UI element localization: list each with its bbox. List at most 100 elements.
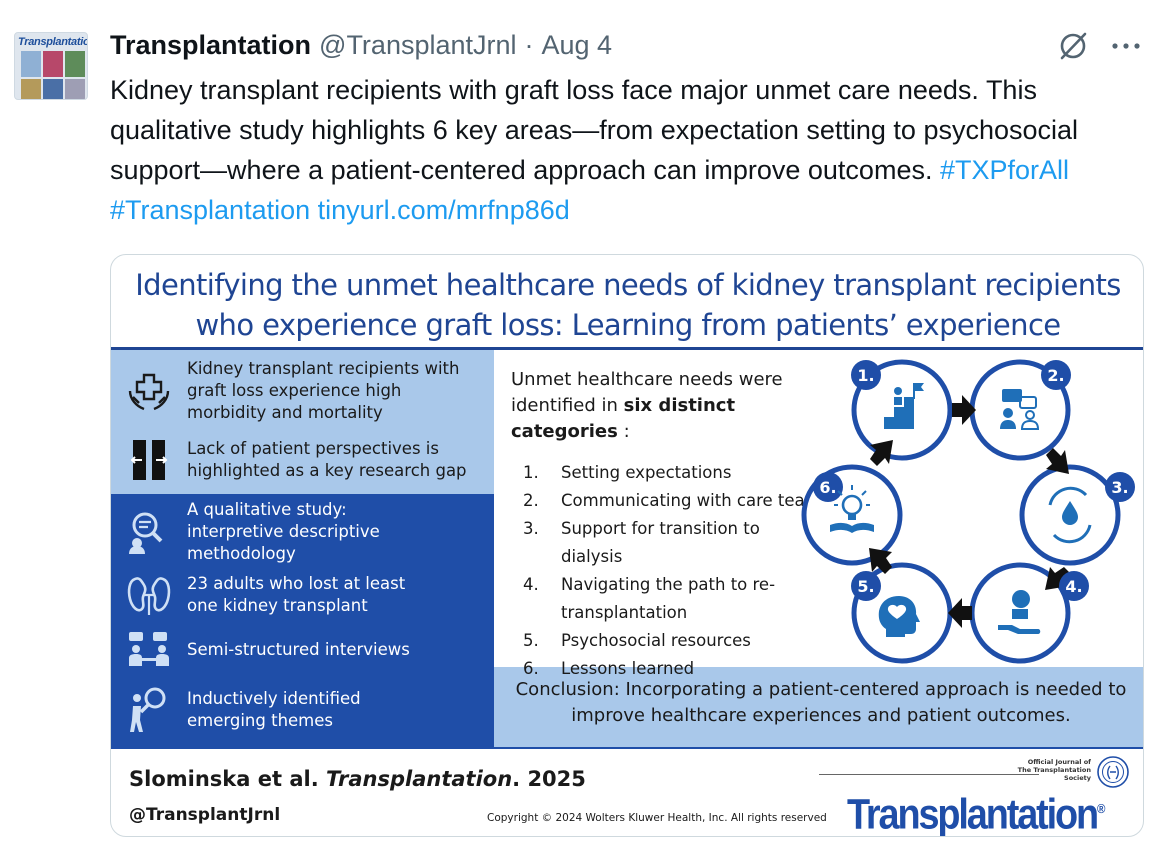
official-journal-note: Official Journal of The Transplantation … bbox=[991, 758, 1091, 782]
avatar-cover-thumbnail bbox=[65, 79, 85, 99]
cycle-badge-5: 5. bbox=[851, 571, 881, 601]
kidneys-icon bbox=[127, 577, 171, 615]
head-heart-icon bbox=[878, 596, 920, 637]
avatar-cover-thumbnail bbox=[43, 51, 63, 77]
cycle-badge-4: 4. bbox=[1059, 571, 1089, 601]
left-row-text: Inductively identified emerging themes bbox=[187, 689, 361, 730]
stairs-flag-icon bbox=[884, 383, 924, 429]
left-row: Semi-structured interviews bbox=[111, 627, 494, 673]
infographic-handle: @TransplantJrnl bbox=[129, 805, 281, 825]
list-number: 5. bbox=[523, 631, 539, 650]
cycle-arrow bbox=[948, 598, 972, 628]
left-row: Inductively identified emerging themes bbox=[111, 679, 494, 741]
journal-logo: Transplantation® bbox=[847, 785, 1106, 836]
cycle-number: 6. bbox=[819, 478, 836, 497]
article-link[interactable]: tinyurl.com/mrfnp86d bbox=[317, 195, 570, 225]
list-text: Psychosocial resources bbox=[561, 631, 751, 650]
cycle-arrow bbox=[870, 440, 893, 466]
cycle-number: 3. bbox=[1111, 478, 1128, 497]
gap-icon bbox=[130, 440, 168, 480]
needs-list: 1. Setting expectations 2.Communicating w… bbox=[523, 459, 821, 683]
study-icon bbox=[129, 512, 163, 554]
avatar-cover-thumbnail bbox=[65, 51, 85, 77]
list-item: 5. Psychosocial resources bbox=[523, 627, 821, 655]
list-text: Support for transition to dialysis bbox=[561, 519, 760, 566]
cycle-number: 5. bbox=[857, 577, 874, 596]
hands-medical-icon bbox=[128, 373, 170, 411]
intro-text: Unmet healthcare needs were identified i… bbox=[511, 369, 783, 416]
citation-authors: Slominska et al. bbox=[129, 767, 326, 791]
divider bbox=[111, 747, 1143, 749]
conclusion-label: Conclusion: bbox=[515, 679, 620, 700]
list-text: Lessons learned bbox=[561, 659, 695, 678]
list-number: 3. bbox=[523, 519, 539, 538]
hashtag-link[interactable]: #TXPforAll bbox=[939, 155, 1070, 185]
needs-cycle-diagram: 1. 2. 3. 4. 5. 6. bbox=[801, 359, 1135, 664]
copyright-notice: Copyright © 2024 Wolters Kluwer Health, … bbox=[487, 812, 827, 824]
society-seal-icon bbox=[1097, 756, 1129, 788]
left-row: Kidney transplant recipients with graft … bbox=[111, 355, 494, 427]
left-row: A qualitative study: interpretive descri… bbox=[111, 499, 494, 565]
cycle-badge-2: 2. bbox=[1041, 360, 1071, 390]
list-item: 4.Navigating the path to re-transplantat… bbox=[523, 571, 821, 627]
left-row-text: Lack of patient perspectives is highligh… bbox=[187, 439, 467, 480]
left-row-text: A qualitative study: interpretive descri… bbox=[187, 500, 380, 563]
tweet-body: Kidney transplant recipients with graft … bbox=[110, 75, 1079, 185]
citation-journal: Transplantation bbox=[325, 767, 513, 791]
cycle-number: 2. bbox=[1047, 366, 1064, 385]
divider bbox=[819, 774, 1039, 775]
cycle-arrow bbox=[1046, 448, 1069, 474]
list-item: 6. Lessons learned bbox=[523, 655, 821, 683]
cycle-arrow bbox=[952, 395, 976, 425]
conclusion-panel bbox=[494, 667, 1143, 747]
methods-panel bbox=[111, 494, 494, 747]
list-item: 1. Setting expectations bbox=[523, 459, 821, 487]
cycle-arrow bbox=[869, 548, 892, 574]
hand-person-icon bbox=[998, 590, 1041, 634]
cycle-number: 4. bbox=[1065, 577, 1082, 596]
left-row: 23 adults who lost at least one kidney t… bbox=[111, 569, 494, 621]
more-icon bbox=[1112, 43, 1140, 49]
list-item: 3. Support for transition to dialysis bbox=[523, 515, 821, 571]
tweet-header: Transplantation @TransplantJrnl · Aug 4 bbox=[110, 28, 612, 62]
registered-mark: ® bbox=[1097, 801, 1106, 816]
left-row-text: 23 adults who lost at least one kidney t… bbox=[187, 574, 406, 615]
conclusion-text: Incorporating a patient-centered approac… bbox=[571, 679, 1127, 726]
intro-bold-text: six distinct categories bbox=[511, 395, 736, 442]
avatar-cover-thumbnail bbox=[21, 79, 41, 99]
grok-button[interactable] bbox=[1055, 28, 1091, 64]
tweet-media-infographic[interactable]: Identifying the unmet healthcare needs o… bbox=[110, 254, 1144, 837]
search-person-icon bbox=[130, 687, 166, 732]
left-row-text: Semi-structured interviews bbox=[187, 640, 410, 659]
cycle-badge-1: 1. bbox=[851, 360, 881, 390]
list-number: 1. bbox=[523, 463, 539, 482]
cycle-number: 1. bbox=[857, 366, 874, 385]
communication-icon bbox=[1000, 389, 1040, 430]
infographic-title-line: who experience graft loss: Learning from… bbox=[195, 308, 1061, 342]
user-handle[interactable]: @TransplantJrnl bbox=[319, 29, 517, 60]
list-text: Navigating the path to re-transplantatio… bbox=[561, 575, 776, 622]
grok-icon bbox=[1060, 32, 1087, 60]
list-item: 2.Communicating with care team bbox=[523, 487, 821, 515]
header-separator: · bbox=[524, 29, 534, 60]
more-options-button[interactable] bbox=[1108, 28, 1144, 64]
cycle-badge-3: 3. bbox=[1105, 472, 1135, 502]
display-name[interactable]: Transplantation bbox=[110, 29, 312, 60]
citation-year: . 2025 bbox=[512, 767, 586, 791]
cycle-badge-6: 6. bbox=[813, 472, 843, 502]
list-text: Communicating with care team bbox=[561, 491, 821, 510]
interview-icon bbox=[129, 632, 169, 666]
avatar-logo-text: Transplantation bbox=[18, 36, 87, 48]
tweet-date[interactable]: Aug 4 bbox=[541, 29, 613, 60]
infographic-title: Identifying the unmet healthcare needs o… bbox=[111, 265, 1143, 345]
left-row-text: Kidney transplant recipients with graft … bbox=[187, 359, 460, 422]
list-number: 6. bbox=[523, 659, 539, 678]
intro-text: : bbox=[617, 421, 630, 442]
avatar[interactable]: Transplantation bbox=[14, 32, 88, 100]
unmet-needs-intro: Unmet healthcare needs were identified i… bbox=[511, 367, 811, 445]
avatar-cover-thumbnail bbox=[21, 51, 41, 77]
hashtag-link[interactable]: #Transplantation bbox=[110, 195, 311, 225]
left-row: Lack of patient perspectives is highligh… bbox=[111, 427, 494, 493]
list-text: Setting expectations bbox=[561, 463, 732, 482]
infographic-title-line: Identifying the unmet healthcare needs o… bbox=[135, 268, 1121, 302]
